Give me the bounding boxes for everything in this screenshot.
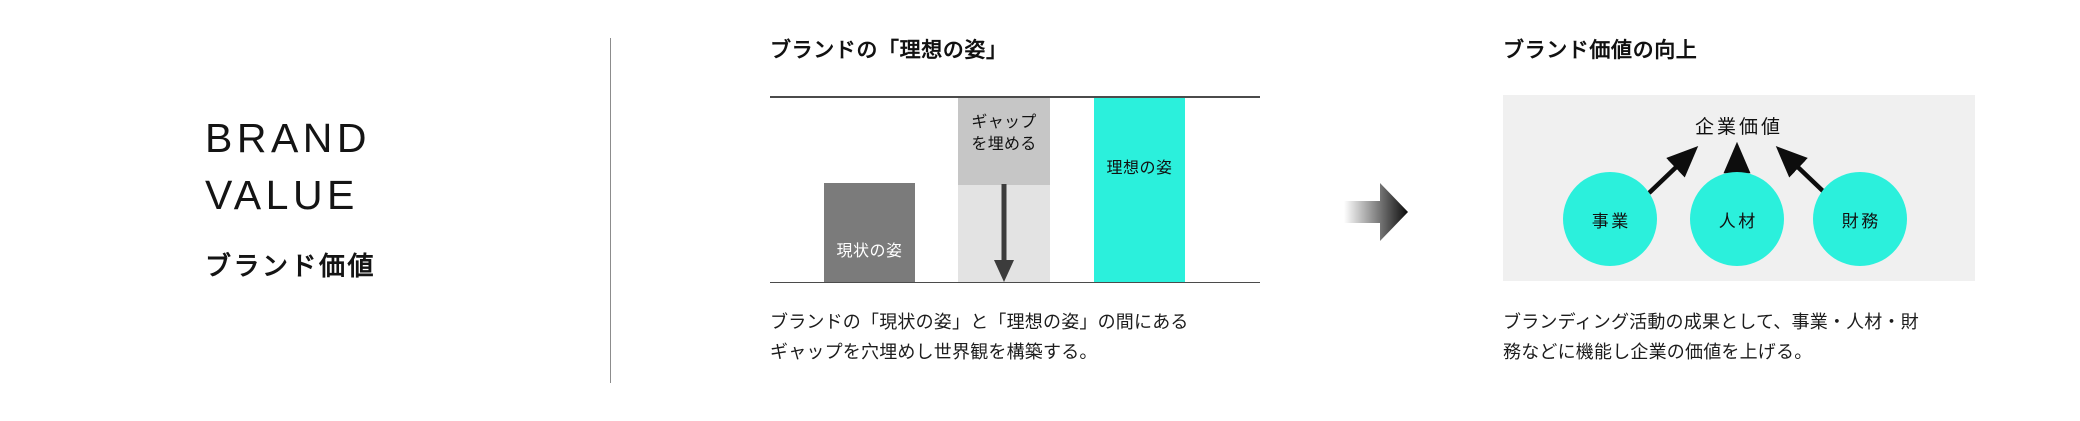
chart-baseline-rule (770, 281, 1260, 283)
gap-bar-chart: 現状の姿 ギャップ を埋める 理想の姿 (770, 96, 1260, 283)
brand-value-growth-caption: ブランディング活動の成果として、事業・人材・財 務などに機能し企業の価値を上げる… (1503, 312, 1919, 362)
corporate-value-diagram: 企業価値 事業 人材 財務 (1503, 95, 1975, 281)
bar-current-state: 現状の姿 (824, 182, 915, 282)
bar-ideal-state: 理想の姿 (1094, 97, 1185, 282)
node-business: 事業 (1563, 172, 1657, 266)
corporate-value-apex-label: 企業価値 (1694, 117, 1783, 138)
ideal-state-caption: ブランドの「現状の姿」と「理想の姿」の間にある ギャップを穴埋めし世界観を構築す… (770, 312, 1189, 362)
right-arrow-icon (1344, 183, 1408, 241)
bar-gap-overlay (958, 97, 1050, 185)
bar-gap-column: ギャップ を埋める (958, 97, 1050, 282)
node-business-label: 事業 (1591, 211, 1631, 231)
chart-top-rule (770, 96, 1260, 98)
node-finance: 財務 (1813, 172, 1907, 266)
brand-value-title-block: BRAND VALUE ブランド価値 (0, 0, 610, 421)
node-talent: 人材 (1690, 172, 1784, 266)
down-arrow-icon (994, 183, 1014, 282)
page-title: BRAND VALUE (205, 115, 372, 218)
bar-ideal-state-label: 理想の姿 (1106, 159, 1173, 177)
node-finance-label: 財務 (1841, 211, 1881, 231)
page-subtitle: ブランド価値 (205, 251, 377, 281)
bar-current-state-label: 現状の姿 (836, 242, 903, 260)
ideal-state-heading: ブランドの「理想の姿」 (770, 39, 1008, 62)
node-talent-label: 人材 (1718, 211, 1758, 231)
brand-value-growth-heading: ブランド価値の向上 (1503, 39, 1698, 62)
section-divider (610, 38, 611, 383)
bar-gap-label: ギャップ を埋める (971, 113, 1037, 154)
